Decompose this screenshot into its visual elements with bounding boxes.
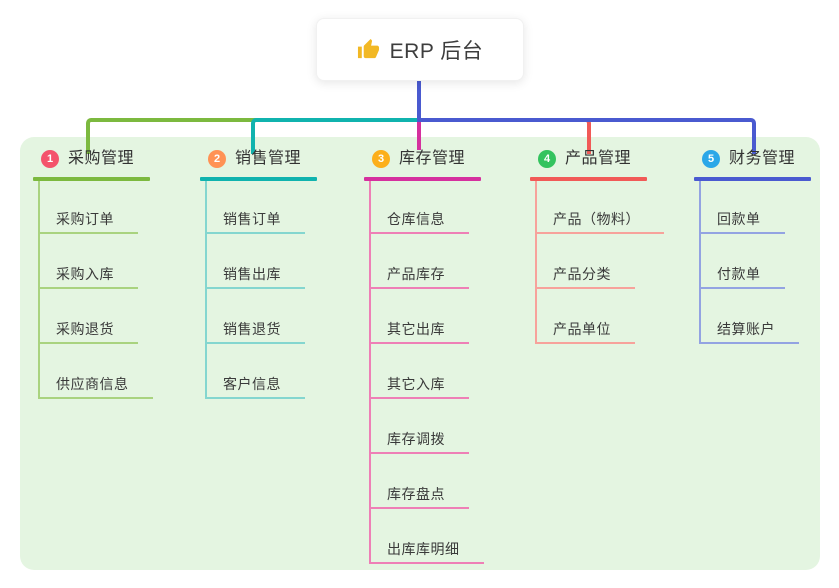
branch-trunk-line <box>38 181 40 399</box>
branch-number-badge: 3 <box>372 150 390 168</box>
mindmap-panel <box>20 137 820 570</box>
branch-label: 采购管理 <box>68 150 135 167</box>
child-node[interactable]: 销售订单 <box>205 207 305 234</box>
branch-label: 库存管理 <box>399 150 466 167</box>
branch-node-1[interactable]: 1 采购管理 <box>41 148 134 170</box>
child-node[interactable]: 产品单位 <box>535 317 635 344</box>
child-node[interactable]: 产品（物料） <box>535 207 664 234</box>
branch-underline <box>530 177 647 181</box>
branch-underline <box>694 177 811 181</box>
branch-underline <box>200 177 317 181</box>
child-node[interactable]: 仓库信息 <box>369 207 469 234</box>
child-node[interactable]: 其它入库 <box>369 372 469 399</box>
child-node[interactable]: 其它出库 <box>369 317 469 344</box>
branch-trunk-line <box>369 181 371 564</box>
branch-number-badge: 4 <box>538 150 556 168</box>
connector-branch-2 <box>251 118 421 154</box>
branch-node-2[interactable]: 2 销售管理 <box>208 148 301 170</box>
branch-underline <box>33 177 150 181</box>
child-node[interactable]: 供应商信息 <box>38 372 153 399</box>
branch-trunk-line <box>535 181 537 344</box>
child-node[interactable]: 销售退货 <box>205 317 305 344</box>
child-node[interactable]: 产品库存 <box>369 262 469 289</box>
branch-underline <box>364 177 481 181</box>
branch-number-badge: 5 <box>702 150 720 168</box>
root-node-label: ERP 后台 <box>389 39 484 63</box>
child-node[interactable]: 库存调拨 <box>369 427 469 454</box>
child-node[interactable]: 付款单 <box>699 262 785 289</box>
branch-label: 财务管理 <box>729 150 796 167</box>
branch-node-5[interactable]: 5 财务管理 <box>702 148 795 170</box>
child-node[interactable]: 结算账户 <box>699 317 799 344</box>
branch-trunk-line <box>699 181 701 344</box>
branch-label: 销售管理 <box>235 150 302 167</box>
child-node[interactable]: 客户信息 <box>205 372 305 399</box>
branch-number-badge: 2 <box>208 150 226 168</box>
connector-branch-3 <box>417 122 421 150</box>
child-node[interactable]: 采购退货 <box>38 317 138 344</box>
branch-trunk-line <box>205 181 207 399</box>
branch-node-4[interactable]: 4 产品管理 <box>538 148 631 170</box>
child-node[interactable]: 回款单 <box>699 207 785 234</box>
connector-branch-5 <box>417 118 756 154</box>
branch-number-badge: 1 <box>41 150 59 168</box>
child-node[interactable]: 出库库明细 <box>369 537 484 564</box>
branch-label: 产品管理 <box>565 150 632 167</box>
thumbs-up-icon <box>357 38 379 59</box>
child-node[interactable]: 销售出库 <box>205 262 305 289</box>
child-node[interactable]: 采购入库 <box>38 262 138 289</box>
child-node[interactable]: 产品分类 <box>535 262 635 289</box>
root-connector-line <box>417 79 421 122</box>
root-node[interactable]: ERP 后台 <box>316 18 524 81</box>
child-node[interactable]: 库存盘点 <box>369 482 469 509</box>
child-node[interactable]: 采购订单 <box>38 207 138 234</box>
branch-node-3[interactable]: 3 库存管理 <box>372 148 465 170</box>
